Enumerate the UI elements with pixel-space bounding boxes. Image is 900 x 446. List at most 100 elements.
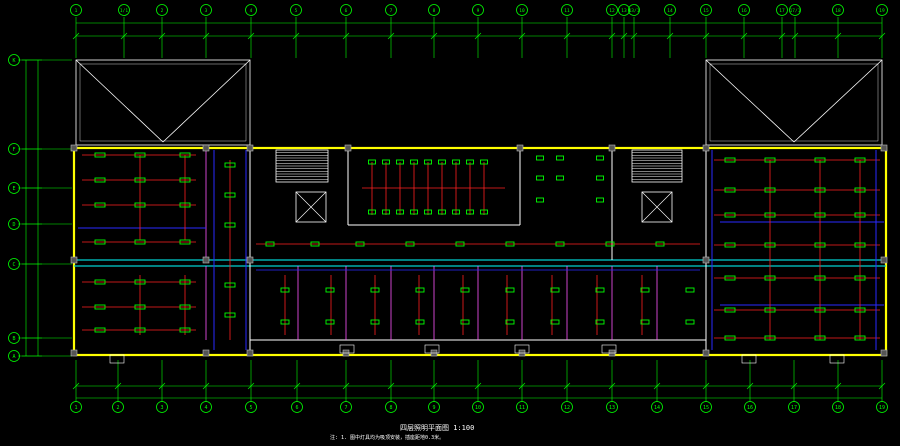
- grid-bubble: [744, 401, 756, 413]
- column: [246, 144, 254, 152]
- light-fixture: [94, 304, 106, 310]
- grid-label: 6: [295, 405, 298, 411]
- column: [70, 349, 78, 357]
- light-fixture: [382, 209, 390, 215]
- grid-bubble: [340, 4, 352, 16]
- light-fixture: [438, 209, 446, 215]
- light-fixture: [415, 319, 425, 325]
- light-fixture: [438, 159, 446, 165]
- grid-label: 7: [344, 405, 347, 411]
- roof-ridge: [162, 59, 251, 143]
- light-fixtures: [94, 152, 866, 341]
- light-fixture: [814, 307, 826, 313]
- light-fixture: [452, 209, 460, 215]
- grid-label: B: [12, 336, 15, 342]
- light-fixture: [556, 175, 564, 181]
- grid-label: 13/1: [629, 8, 640, 14]
- light-fixture: [854, 307, 866, 313]
- grid-label: 13: [609, 405, 615, 411]
- grid-bubble: [472, 4, 484, 16]
- light-fixture: [555, 241, 565, 247]
- grid-label: 11: [564, 8, 570, 14]
- roof-ridge: [793, 59, 883, 143]
- grid-bubble: [291, 401, 303, 413]
- light-fixture: [814, 335, 826, 341]
- light-fixture: [382, 159, 390, 165]
- light-fixture: [764, 335, 776, 341]
- light-fixture: [596, 155, 604, 161]
- grid-bubble: [561, 4, 573, 16]
- grid-label: 15: [703, 8, 709, 14]
- grid-label: E: [12, 186, 15, 192]
- column: [246, 349, 254, 357]
- light-fixture: [134, 304, 146, 310]
- light-fixture: [224, 222, 236, 228]
- dimension-lines: [22, 22, 886, 399]
- light-fixture: [550, 287, 560, 293]
- grid-bubble: [8, 182, 20, 194]
- grid-label: 6: [345, 8, 348, 14]
- light-fixture: [460, 319, 470, 325]
- light-fixture: [134, 177, 146, 183]
- column: [70, 144, 78, 152]
- light-fixture: [724, 157, 736, 163]
- roof-ridge: [705, 59, 795, 143]
- light-fixture: [460, 287, 470, 293]
- column: [702, 349, 710, 357]
- grid-bubble: [628, 4, 640, 16]
- light-fixture: [224, 162, 236, 168]
- light-fixture: [224, 282, 236, 288]
- elevator-shaft: [295, 191, 327, 223]
- grid-bubble: [700, 401, 712, 413]
- grid-bubble: [385, 4, 397, 16]
- grid-bubble: [70, 401, 82, 413]
- light-fixture: [605, 241, 615, 247]
- column: [202, 349, 210, 357]
- grid-bubble: [561, 401, 573, 413]
- grid-bubble: [156, 4, 168, 16]
- light-fixture: [396, 159, 404, 165]
- light-fixture: [814, 157, 826, 163]
- light-fixture: [370, 287, 380, 293]
- grid-bubble: [789, 4, 801, 16]
- light-fixture: [814, 275, 826, 281]
- light-fixture: [310, 241, 320, 247]
- light-fixture: [536, 155, 544, 161]
- light-fixture: [325, 287, 335, 293]
- window-bay: [829, 354, 845, 364]
- grid-bubble: [112, 401, 124, 413]
- elevator-x: [641, 191, 673, 223]
- light-fixture: [466, 159, 474, 165]
- light-fixture: [424, 159, 432, 165]
- grid-label: 18: [835, 405, 841, 411]
- column: [702, 256, 710, 264]
- grid-label: 17: [791, 405, 797, 411]
- column: [246, 256, 254, 264]
- light-fixture: [480, 159, 488, 165]
- light-fixture: [410, 209, 418, 215]
- grid-label: 11: [519, 405, 525, 411]
- light-fixture: [370, 319, 380, 325]
- light-fixture: [764, 275, 776, 281]
- light-fixture: [596, 197, 604, 203]
- grid-label: 2: [116, 405, 119, 411]
- light-fixture: [179, 239, 191, 245]
- light-fixture: [466, 209, 474, 215]
- grid-label: 5: [295, 8, 298, 14]
- grid-bubble: [700, 4, 712, 16]
- grid-label: 3: [160, 405, 163, 411]
- light-fixture: [224, 312, 236, 318]
- grid-bubble: [245, 401, 257, 413]
- grid-bubble: [876, 401, 888, 413]
- grid-bubble: [651, 401, 663, 413]
- grid-label: 1: [74, 405, 77, 411]
- light-fixture: [179, 177, 191, 183]
- light-fixture: [764, 187, 776, 193]
- grid-label: 10: [519, 8, 525, 14]
- light-fixture: [556, 155, 564, 161]
- light-fixture: [724, 307, 736, 313]
- light-fixture: [368, 159, 376, 165]
- light-fixture: [640, 287, 650, 293]
- grid-label: 3: [205, 8, 208, 14]
